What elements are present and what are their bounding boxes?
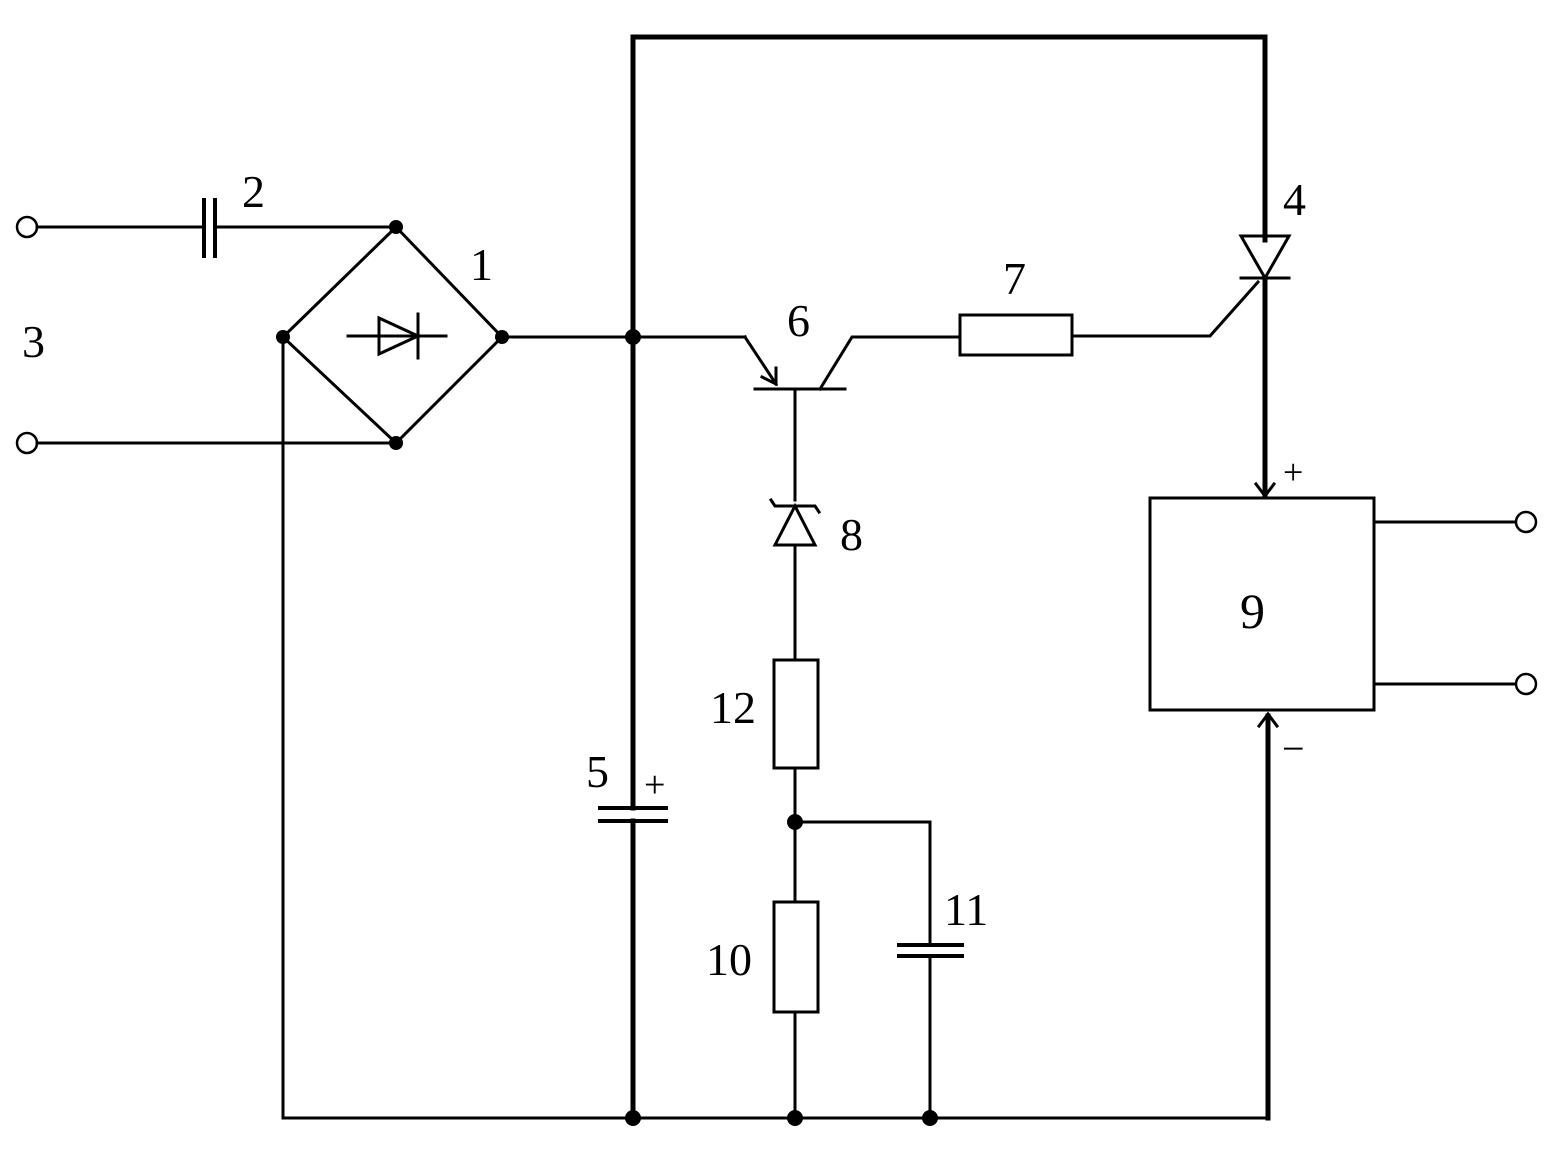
thyristor-4 — [1241, 236, 1289, 496]
upper-resistor-12 — [774, 660, 818, 902]
output-terminal-bottom — [1516, 674, 1536, 694]
label-3: 3 — [22, 316, 45, 367]
input-terminal-top — [17, 217, 37, 237]
bridge-node-bottom — [389, 436, 403, 450]
input-capacitor-2 — [37, 198, 396, 258]
label-9-minus: − — [1282, 726, 1305, 771]
label-11: 11 — [944, 884, 988, 935]
label-12: 12 — [710, 682, 756, 733]
input-terminal-bottom — [17, 433, 37, 453]
label-2: 2 — [242, 166, 265, 217]
label-9-plus: + — [1283, 452, 1303, 492]
output-terminal-top — [1516, 512, 1536, 532]
bus-node-bottom — [625, 1110, 641, 1126]
bridge-node-top — [389, 220, 403, 234]
transistor-6 — [745, 337, 958, 500]
label-5: 5 — [586, 746, 609, 797]
label-5-plus: + — [644, 764, 665, 806]
label-1: 1 — [470, 239, 493, 290]
load-block-9 — [1150, 498, 1516, 1118]
label-6: 6 — [787, 295, 810, 346]
label-9: 9 — [1240, 583, 1265, 639]
ground-node-resistor — [787, 1110, 803, 1126]
lower-resistor-10 — [774, 902, 818, 1118]
top-wire — [633, 37, 1265, 240]
ground-node-capacitor — [922, 1110, 938, 1126]
storage-capacitor-5 — [598, 37, 668, 1118]
timing-capacitor-11 — [795, 822, 964, 1118]
label-7: 7 — [1003, 253, 1026, 304]
label-4: 4 — [1283, 174, 1306, 225]
label-10: 10 — [706, 934, 752, 985]
label-8: 8 — [840, 509, 863, 560]
bus-node-top — [625, 329, 641, 345]
zener-diode-8 — [771, 500, 819, 660]
